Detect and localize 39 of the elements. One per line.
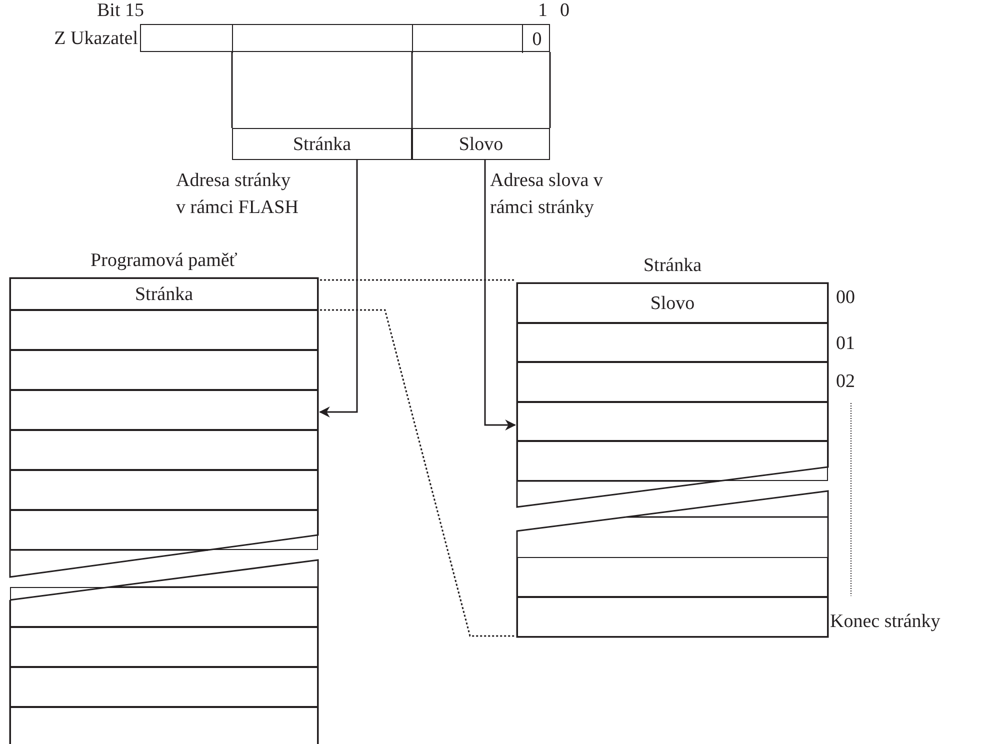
address-field bbox=[412, 128, 550, 160]
memory-row bbox=[517, 323, 828, 362]
cell-text: Slovo bbox=[458, 134, 504, 154]
dotted-line bbox=[320, 309, 516, 637]
memory-row bbox=[10, 707, 318, 744]
cell-text: Stránka bbox=[134, 284, 194, 304]
memory-row bbox=[10, 390, 318, 430]
side-label: 01 bbox=[836, 333, 855, 356]
block-heading: Stránka bbox=[642, 255, 703, 278]
memory-row bbox=[10, 667, 318, 707]
memory-row bbox=[517, 557, 828, 597]
memory-row bbox=[10, 350, 318, 390]
bit-label: 1 bbox=[538, 0, 548, 23]
memory-row bbox=[10, 278, 318, 310]
bit-label: 0 bbox=[560, 0, 570, 23]
memory-row bbox=[517, 597, 828, 637]
memory-row bbox=[10, 430, 318, 470]
memory-row bbox=[10, 587, 318, 627]
bit-label: Bit 15 bbox=[97, 0, 144, 23]
side-label: 00 bbox=[836, 287, 855, 310]
memory-row bbox=[517, 402, 828, 441]
cell-text: Slovo bbox=[650, 294, 695, 312]
memory-row bbox=[517, 441, 828, 481]
memory-row bbox=[10, 470, 318, 510]
dotted-line bbox=[320, 279, 514, 281]
block-heading: Programová paměť bbox=[90, 250, 238, 273]
memory-row bbox=[10, 510, 318, 550]
side-label: 02 bbox=[836, 371, 855, 394]
memory-row bbox=[10, 310, 318, 350]
cell-text: 0 bbox=[532, 30, 542, 48]
memory-row bbox=[517, 283, 828, 323]
side-label: Konec stránky bbox=[830, 611, 940, 634]
block-heading: Z Ukazatel bbox=[53, 28, 138, 51]
address-field bbox=[232, 128, 412, 160]
memory-row bbox=[10, 627, 318, 667]
arrow bbox=[318, 160, 358, 418]
memory-row bbox=[517, 362, 828, 402]
arrow bbox=[484, 160, 516, 430]
cell-text: Stránka bbox=[292, 134, 352, 154]
